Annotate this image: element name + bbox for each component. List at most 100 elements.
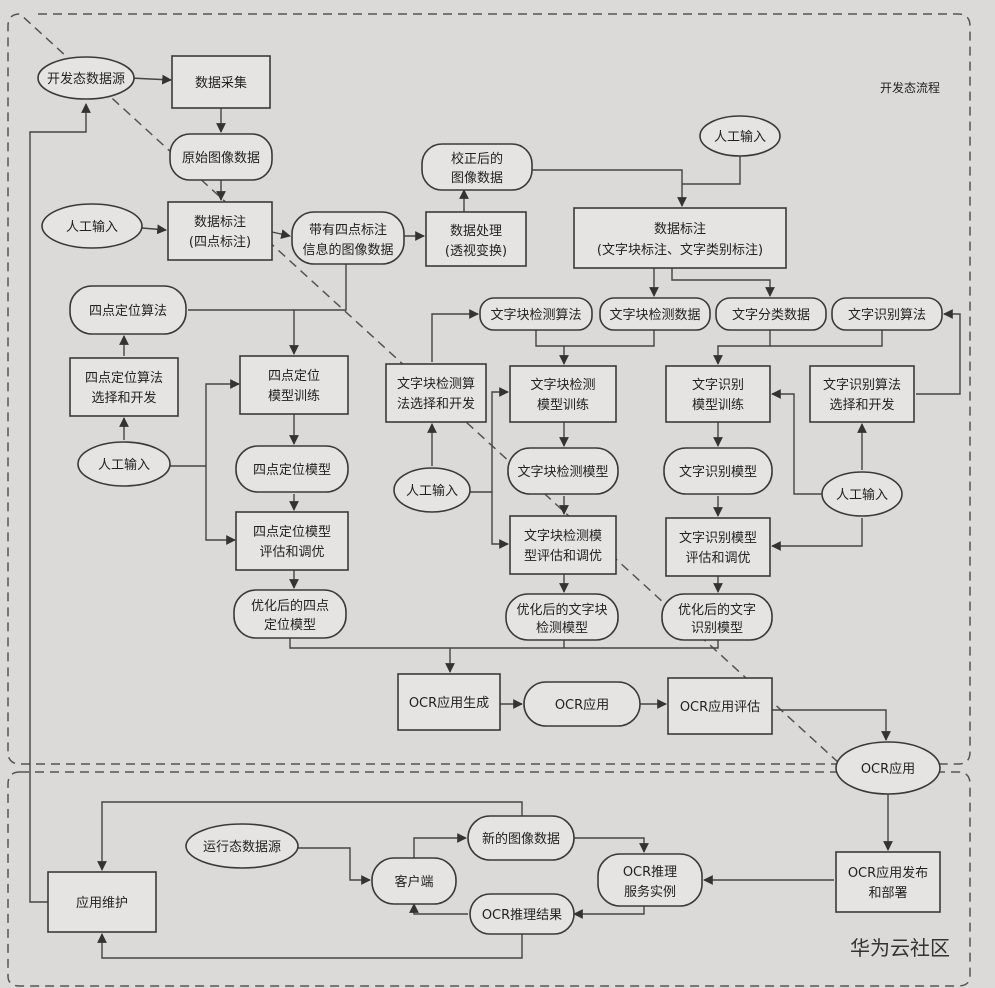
image-with-four-point-line2: 信息的图像数据 (302, 242, 393, 258)
raw-image-data-label: 原始图像数据 (182, 151, 260, 166)
text-detect-algorithm-node (479, 297, 593, 331)
four-point-algorithm-label: 四点定位算法 (89, 304, 167, 319)
four-point-algo-select-line1: 四点定位算法 (85, 371, 163, 386)
ocr-app-generate-node (397, 673, 501, 731)
runtime-data-source-node (185, 823, 299, 869)
four-point-algo-select-line2: 选择和开发 (91, 390, 156, 406)
four-point-model-node (235, 445, 349, 493)
corrected-image-data-line1: 校正后的 (451, 151, 503, 167)
annotation-four-point-node (167, 201, 273, 261)
edge (289, 262, 347, 355)
ocr-app-deploy-line2: 和部署 (868, 886, 907, 901)
text-recog-algorithm-node (831, 297, 943, 331)
edge (470, 387, 509, 493)
text-recog-algo-select-node (809, 365, 915, 423)
text-detect-optimized-line1: 优化后的文字块 (516, 602, 607, 618)
text-recog-training-node (665, 365, 771, 423)
annotation-four-point-line2: (四点标注) (189, 235, 251, 250)
text-recog-algo-select-line2: 选择和开发 (829, 397, 894, 413)
text-recog-eval-line1: 文字识别模型 (679, 531, 757, 546)
four-point-optimized-node (233, 589, 347, 639)
manual-input-mid-label: 人工输入 (406, 483, 458, 499)
manual-input-left-node (77, 441, 171, 487)
watermark: 华为云社区 (850, 936, 950, 960)
text-recog-optimized-line2: 识别模型 (691, 621, 743, 636)
edge (916, 309, 961, 395)
text-detect-algorithm-label: 文字块检测算法 (490, 308, 581, 323)
text-detect-optimized-node (505, 593, 619, 641)
dev-flow-frame (7, 13, 971, 765)
four-point-training-node (239, 355, 349, 415)
data-collection-label: 数据采集 (195, 75, 247, 91)
annotation-text-line2: (文字块标注、文字类别标注) (597, 243, 763, 258)
edge (431, 309, 479, 362)
edge (97, 926, 523, 959)
ocr-app-1-node (523, 681, 641, 727)
text-class-data-node (715, 297, 827, 331)
edge (771, 389, 822, 495)
edge (772, 709, 891, 741)
edge (564, 330, 655, 347)
ocr-inference-service-node (597, 853, 703, 907)
four-point-optimized-line2: 定位模型 (264, 618, 316, 633)
text-detect-algo-select-node (385, 363, 487, 423)
data-processing-line1: 数据处理 (450, 224, 502, 239)
ocr-app-deploy-line1: OCR应用发布 (848, 865, 928, 881)
four-point-eval-line1: 四点定位模型 (253, 525, 331, 540)
text-recog-algorithm-label: 文字识别算法 (848, 308, 926, 323)
app-maintenance-label: 应用维护 (76, 895, 128, 911)
dev-data-source-node (37, 56, 135, 100)
edge (141, 224, 167, 235)
ocr-inference-service-line1: OCR推理 (623, 865, 677, 880)
text-detect-data-label: 文字块检测数据 (609, 308, 700, 323)
edge (491, 492, 509, 549)
annotation-text-node (573, 207, 787, 269)
text-detect-eval-node (509, 515, 617, 575)
text-detect-training-line1: 文字块检测 (530, 378, 595, 393)
corrected-image-data-node (421, 143, 533, 191)
edge (682, 154, 741, 185)
text-recog-training-line1: 文字识别 (692, 378, 744, 393)
edge (129, 74, 172, 85)
text-recog-optimized-node (661, 593, 773, 641)
text-recog-training-line2: 模型训练 (692, 398, 744, 413)
ocr-app-generate-label: OCR应用生成 (409, 695, 489, 711)
ocr-inference-service-line2: 服务实例 (624, 884, 676, 900)
edge (573, 906, 645, 919)
four-point-eval-line2: 评估和调优 (259, 545, 324, 560)
edge (97, 801, 523, 871)
text-detect-eval-line1: 文字块检测模 (524, 529, 602, 544)
four-point-algorithm-node (69, 285, 187, 335)
text-recog-model-label: 文字识别模型 (679, 465, 757, 480)
annotation-text-line1: 数据标注 (654, 222, 706, 237)
client-label: 客户端 (394, 874, 433, 890)
four-point-algo-select-node (69, 357, 179, 417)
text-detect-eval-line2: 型评估和调优 (524, 549, 602, 564)
text-detect-data-node (599, 297, 711, 331)
manual-input-top-right-node (699, 115, 781, 157)
dev-flow-label: 开发态流程 (880, 80, 940, 95)
ocr-app-2-label: OCR应用 (861, 761, 915, 777)
text-recog-eval-line2: 评估和调优 (685, 551, 750, 566)
corrected-image-data-line2: 图像数据 (451, 171, 503, 186)
text-detect-optimized-line2: 检测模型 (536, 621, 588, 636)
edge (296, 847, 371, 885)
manual-input-1-label: 人工输入 (66, 219, 118, 235)
text-detect-algo-select-line1: 文字块检测算 (397, 377, 475, 392)
edge (535, 330, 569, 365)
edge (713, 330, 771, 365)
edge (205, 466, 236, 545)
runtime-data-source-label: 运行态数据源 (203, 840, 281, 855)
image-with-four-point-line1: 带有四点标注 (309, 223, 387, 238)
manual-input-left-label: 人工输入 (98, 457, 150, 473)
manual-input-top-right-label: 人工输入 (714, 129, 766, 145)
ocr-app-1-label: OCR应用 (555, 697, 609, 713)
edge (271, 229, 291, 239)
client-node (371, 857, 457, 905)
edge (170, 379, 240, 467)
app-maintenance-node (47, 871, 157, 933)
data-processing-node (425, 211, 527, 267)
text-detect-model-node (507, 447, 619, 495)
text-detect-training-node (509, 365, 617, 423)
